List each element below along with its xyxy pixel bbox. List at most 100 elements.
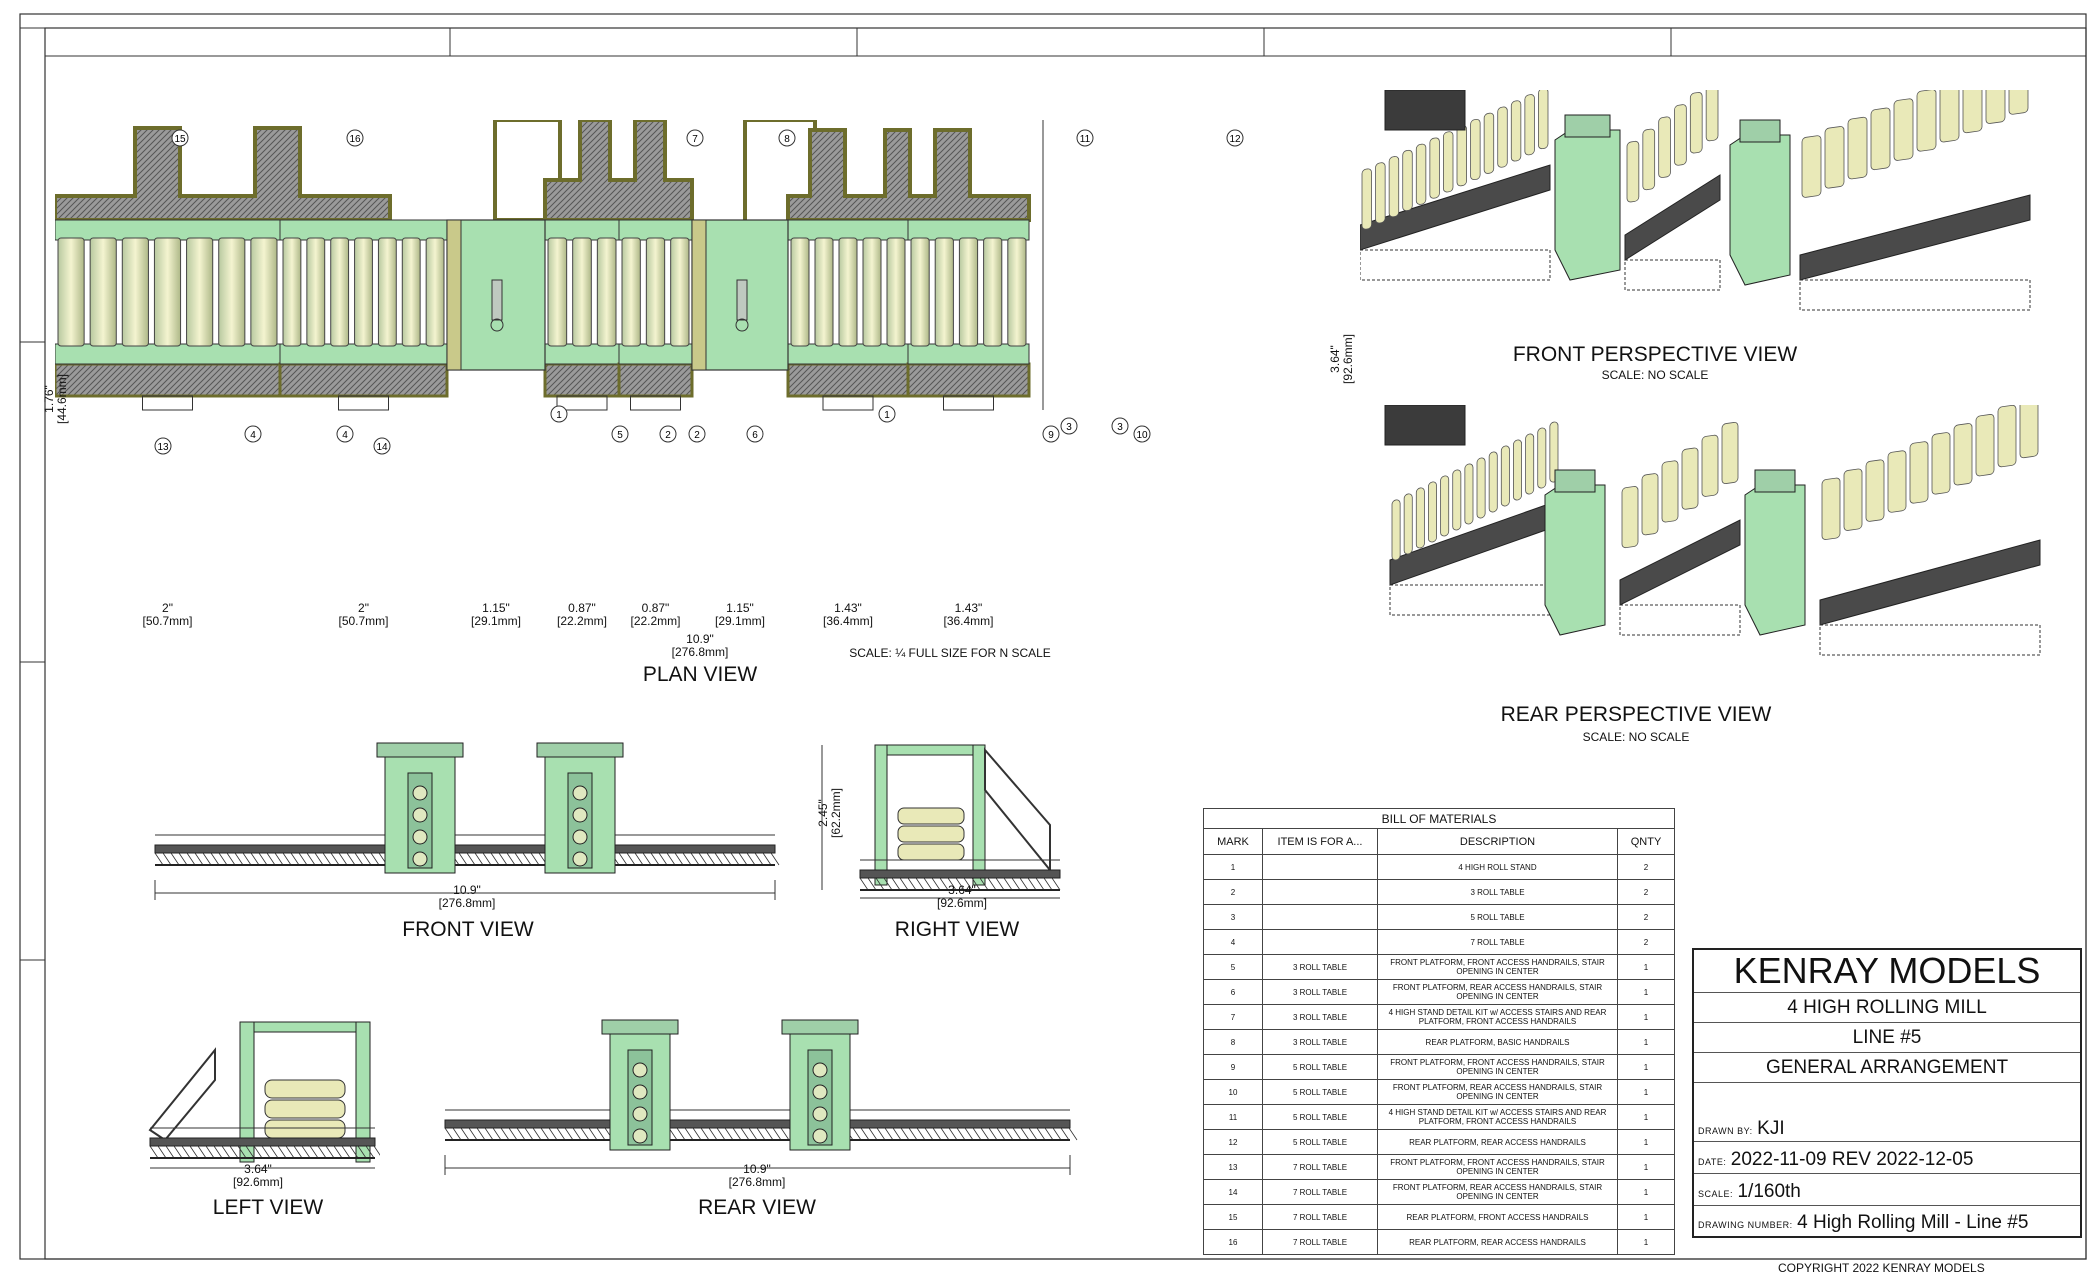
plan-segment-dimension: 2"[50.7mm] <box>142 601 193 628</box>
roll-table-rail <box>544 219 620 241</box>
roll-3d <box>2019 405 2039 459</box>
plan-segment-dimension: 1.43"[36.4mm] <box>943 601 994 628</box>
stair-stringer <box>148 1047 216 1142</box>
truss-member <box>987 877 997 891</box>
rear-perspective-title: REAR PERSPECTIVE VIEW <box>1500 703 1772 726</box>
truss-member <box>365 1145 375 1159</box>
callout-balloon-label: 2 <box>694 430 700 441</box>
truss-member <box>226 852 236 866</box>
roll-table-rail <box>544 343 620 365</box>
truss-member <box>170 852 180 866</box>
callout-balloon <box>659 425 677 443</box>
roll-3d <box>1689 92 1703 154</box>
truss-member <box>253 1145 263 1159</box>
gantry-leg <box>972 744 986 886</box>
truss-member <box>341 1145 351 1159</box>
bom-cell-mark: 11 <box>1203 1104 1263 1130</box>
stair <box>822 395 874 411</box>
bom-cell-mark: 6 <box>1203 979 1263 1005</box>
truss-member <box>722 852 732 866</box>
support-frame <box>1819 624 2041 656</box>
bom-cell-desc: 4 HIGH ROLL STAND <box>1377 854 1618 880</box>
bom-cell-qty: 1 <box>1617 1004 1675 1030</box>
truss-member <box>162 852 172 866</box>
support-frame <box>1389 584 1561 616</box>
gantry-top <box>874 744 986 756</box>
truss-member <box>754 852 764 866</box>
truss-member <box>650 852 660 866</box>
stand-top <box>1564 114 1611 138</box>
bom-cell-desc: FRONT PLATFORM, REAR ACCESS HANDRAILS, S… <box>1377 1179 1618 1205</box>
roll-3d <box>1402 149 1413 212</box>
truss-member <box>580 1127 590 1141</box>
truss-member <box>333 1145 343 1159</box>
roll-3d <box>1510 100 1522 162</box>
truss-member <box>676 1127 686 1141</box>
roll-3d <box>1931 432 1951 495</box>
bom-header-item: ITEM IS FOR A... <box>1262 828 1378 855</box>
truss-member <box>859 877 869 891</box>
roll-3d <box>1403 493 1413 555</box>
truss-member <box>357 1145 367 1159</box>
work-roll <box>632 1106 648 1122</box>
roll-3d <box>1488 451 1498 513</box>
callout-balloon-label: 9 <box>1048 430 1054 441</box>
callout-balloon-label: 2 <box>665 430 671 441</box>
roll-3d <box>1953 423 1973 486</box>
truss-member <box>1036 1127 1046 1141</box>
rear-platform-3d <box>1384 405 1466 446</box>
roll-3d <box>1538 90 1549 150</box>
truss-member <box>564 1127 574 1141</box>
work-roll <box>412 785 428 801</box>
roll-3d <box>1443 131 1454 193</box>
truss-member <box>370 852 380 866</box>
truss-member <box>892 1127 902 1141</box>
roll-3d <box>1464 463 1474 525</box>
truss-member <box>274 852 284 866</box>
truss-member <box>947 877 957 891</box>
truss-member <box>269 1145 279 1159</box>
callout-balloon-label: 5 <box>617 430 623 441</box>
rear-view-drawing <box>444 1019 1078 1175</box>
roll-3d <box>1909 441 1929 504</box>
truss-member <box>540 1127 550 1141</box>
stand-top <box>1554 469 1596 493</box>
right-view-title: RIGHT VIEW <box>894 918 1020 941</box>
truss-member <box>186 852 196 866</box>
bom-cell-mark: 16 <box>1203 1229 1263 1255</box>
bom-cell-qty: 2 <box>1617 904 1675 930</box>
callout-balloon-label: 3 <box>1066 422 1072 433</box>
truss-member <box>762 852 772 866</box>
front-platform <box>906 362 1031 398</box>
date-label: DATE: <box>1698 1157 1727 1167</box>
front-platform <box>55 362 282 398</box>
roll-table-base <box>1799 194 2031 281</box>
front-platform <box>786 362 910 398</box>
truss-member <box>931 877 941 891</box>
callout-balloon <box>154 437 172 455</box>
truss-member <box>346 852 356 866</box>
bom-cell-item: 3 ROLL TABLE <box>1262 954 1378 980</box>
date-row: DATE: 2022-11-09 REV 2022-12-05 <box>1694 1142 2080 1174</box>
truss-member <box>700 1127 710 1141</box>
stand-motor <box>736 279 748 321</box>
roll-end <box>897 825 965 843</box>
bom-cell-qty: 1 <box>1617 1079 1675 1105</box>
roll-3d <box>1705 90 1719 142</box>
truss-member <box>891 877 901 891</box>
bom-title: BILL OF MATERIALS <box>1203 808 1675 829</box>
truss-member <box>964 1127 974 1141</box>
truss-member <box>1052 1127 1062 1141</box>
stand-motor <box>491 279 503 321</box>
truss-member <box>516 1127 526 1141</box>
bom-cell-item: 3 ROLL TABLE <box>1262 979 1378 1005</box>
left-view-title: LEFT VIEW <box>212 1196 324 1219</box>
support-frame <box>1619 604 1741 636</box>
work-roll <box>412 807 428 823</box>
truss-member <box>468 1127 478 1141</box>
plan-segment-dimension: 1.43"[36.4mm] <box>822 601 874 628</box>
callout-balloon <box>1060 417 1078 435</box>
front-platform <box>543 362 621 398</box>
